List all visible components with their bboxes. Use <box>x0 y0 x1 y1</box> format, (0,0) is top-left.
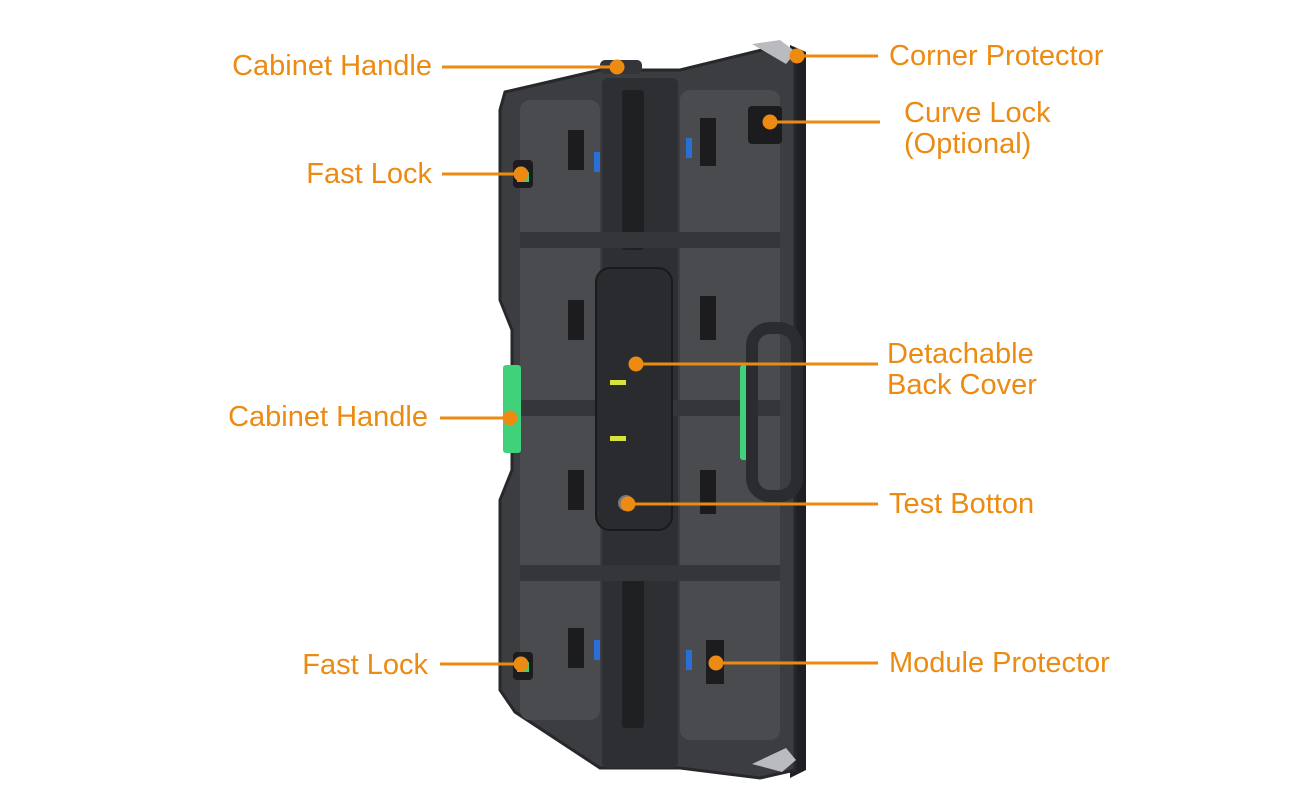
back-cover-indicator-2 <box>610 436 626 441</box>
callout-text: Fast Lock <box>302 649 428 681</box>
rib-3 <box>520 565 780 581</box>
callout-cabinet-handle-middle: Cabinet Handle <box>140 402 428 433</box>
callout-module-protector: Module Protector <box>889 648 1110 679</box>
callout-text: Curve Lock <box>904 97 1051 129</box>
corner-protector-bottom <box>752 748 796 772</box>
blue-tag-3 <box>594 640 600 660</box>
blue-tag-1 <box>594 152 600 172</box>
callout-text: Cabinet Handle <box>232 50 432 82</box>
leader-dot-curve-lock <box>762 114 778 130</box>
left-handle-grip <box>503 365 521 453</box>
blue-tag-2 <box>686 138 692 158</box>
callout-test-botton: Test Botton <box>889 489 1034 520</box>
callout-corner-protector: Corner Protector <box>889 41 1103 72</box>
callout-text: Test Botton <box>889 488 1035 520</box>
callout-text-line2: (Optional) <box>904 128 1032 160</box>
module-clip-2 <box>700 118 716 166</box>
leader-dot-module-protector <box>708 655 724 671</box>
leader-dot-cabinet-handle-middle <box>502 410 518 426</box>
bottom-vent <box>622 568 644 728</box>
callout-curve-lock: Curve Lock (Optional) <box>904 98 1051 160</box>
leader-dot-fast-lock-top <box>513 166 529 182</box>
callout-cabinet-handle-top: Cabinet Handle <box>150 51 432 82</box>
module-clip-5 <box>568 470 584 510</box>
top-vent <box>622 90 644 250</box>
right-handle-loop <box>746 322 803 502</box>
module-clip-3 <box>568 300 584 340</box>
module-clip-7 <box>568 628 584 668</box>
leader-dot-test-botton <box>620 496 636 512</box>
leader-dot-back-cover <box>628 356 644 372</box>
callout-text: Fast Lock <box>306 158 432 190</box>
callout-text-line2: Back Cover <box>887 369 1037 401</box>
module-clip-4 <box>700 296 716 340</box>
back-cover <box>595 267 673 531</box>
leader-dot-corner-protector <box>789 48 805 64</box>
module-clip-1 <box>568 130 584 170</box>
leader-lines <box>440 48 880 672</box>
callout-fast-lock-top: Fast Lock <box>200 159 432 190</box>
corner-protector-top <box>752 40 796 64</box>
callout-detachable-back-cover: Detachable Back Cover <box>887 339 1037 401</box>
callout-text: Cabinet Handle <box>228 401 428 433</box>
callout-fast-lock-bottom: Fast Lock <box>196 650 428 681</box>
callout-text: Module Protector <box>889 647 1110 679</box>
leader-dot-cabinet-handle-top <box>609 59 625 75</box>
callout-text: Corner Protector <box>889 40 1104 72</box>
leader-dot-fast-lock-bottom <box>513 656 529 672</box>
rib-1 <box>520 232 780 248</box>
blue-tag-4 <box>686 650 692 670</box>
callout-text: Detachable <box>887 338 1034 370</box>
back-cover-indicator-1 <box>610 380 626 385</box>
module-clip-6 <box>700 470 716 514</box>
